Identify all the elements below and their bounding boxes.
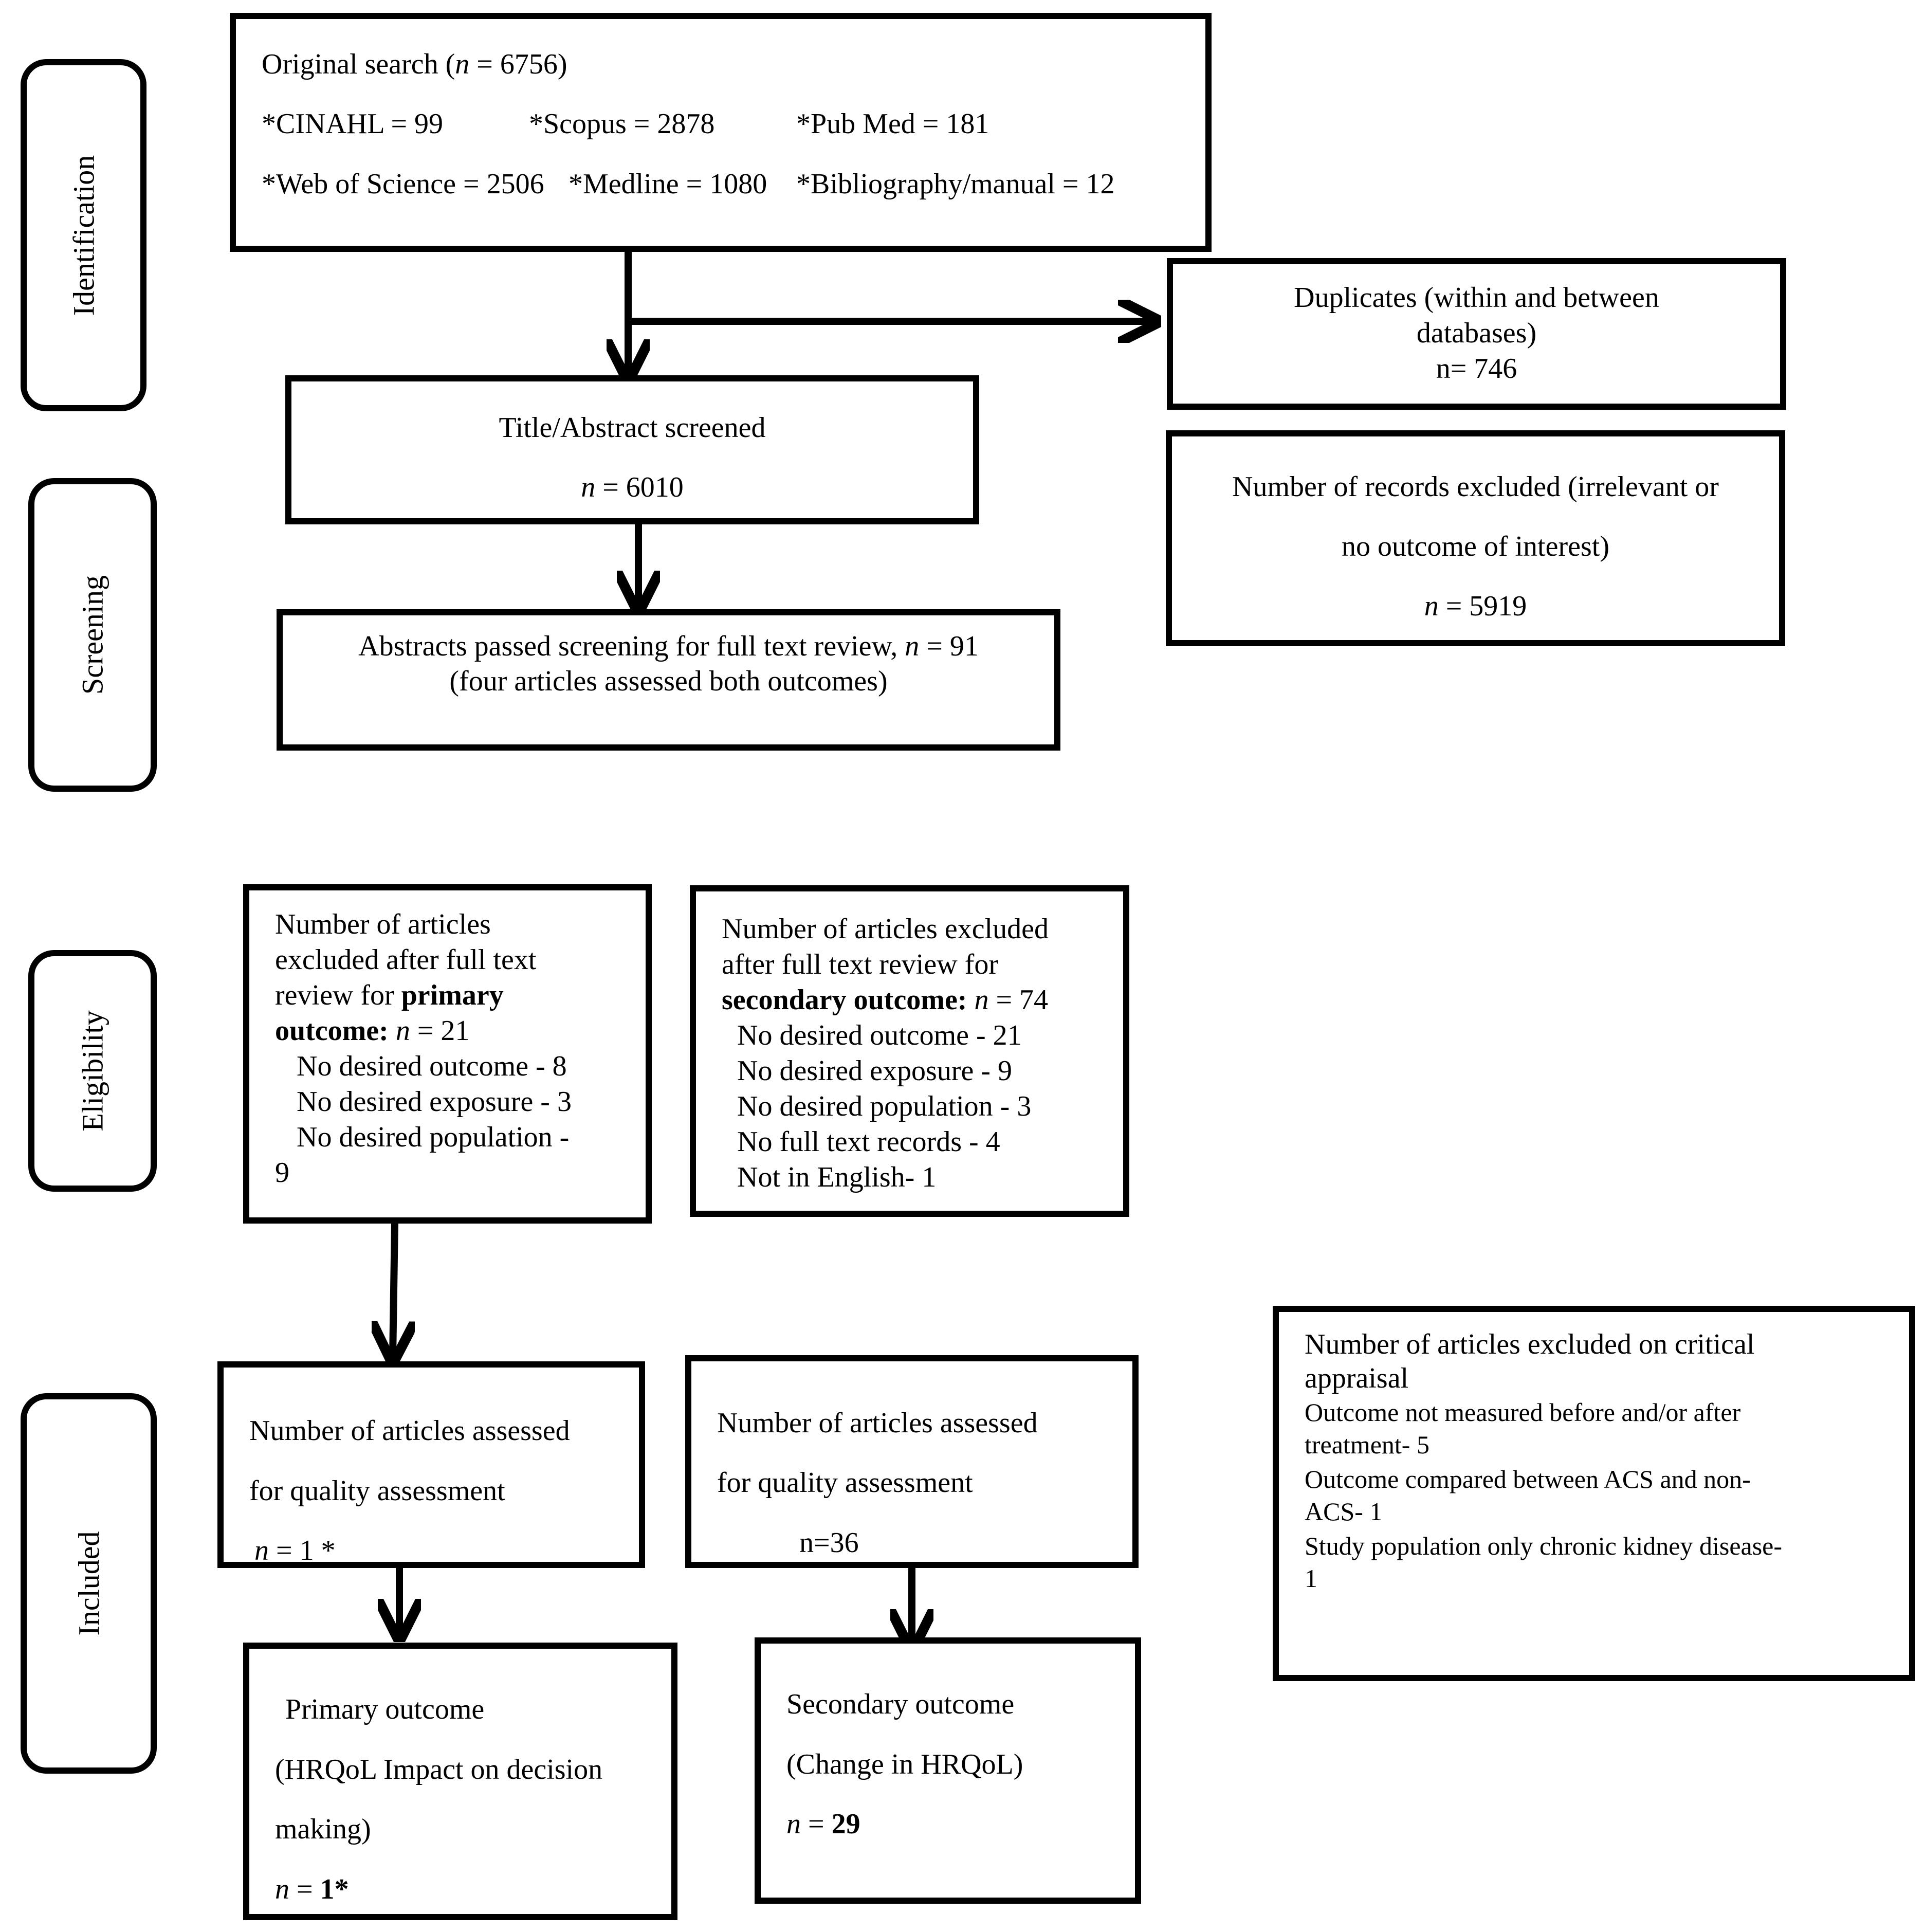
excluded-primary-line2: excluded after full text [275,944,537,976]
wos-count: *Web of Science = 2506 [262,168,544,200]
appraisal-line: Number of articles excluded on critical [1305,1328,1755,1360]
records-excluded-line1: Number of records excluded (irrelevant o… [1232,471,1719,503]
records-excluded-box: Number of records excluded (irrelevant o… [1166,430,1785,646]
excluded-secondary-item: No full text records - 4 [737,1126,1000,1158]
excluded-secondary-item: No desired exposure - 9 [737,1055,1012,1087]
title-abstract-count: n = 6010 [581,471,684,503]
excluded-primary-count: outcome: n = 21 [275,1015,470,1047]
primary-outcome-title: Primary outcome [285,1693,485,1725]
appraisal-line: ACS- 1 [1305,1497,1383,1526]
quality-secondary-count: n=36 [799,1527,859,1559]
scopus-count: *Scopus = 2878 [529,108,715,140]
critical-appraisal-box: Number of articles excluded on critical … [1273,1306,1915,1681]
appraisal-line: 1 [1305,1564,1317,1593]
excluded-secondary-item: Not in English- 1 [737,1161,937,1193]
pubmed-count: *Pub Med = 181 [796,108,989,140]
excluded-secondary-line1: Number of articles excluded [722,913,1049,945]
quality-secondary-line1: Number of articles assessed [717,1407,1038,1439]
original-search-box: Original search (n = 6756) *CINAHL = 99 … [230,13,1212,252]
appraisal-line: treatment- 5 [1305,1430,1429,1459]
appraisal-line: Outcome not measured before and/or after [1305,1398,1741,1427]
appraisal-line: Study population only chronic kidney dis… [1305,1532,1783,1560]
excluded-primary-line3: review for primary [275,979,504,1011]
bibliography-count: *Bibliography/manual = 12 [796,168,1115,200]
duplicates-line1: Duplicates (within and between [1294,282,1659,314]
cinahl-count: *CINAHL = 99 [262,108,444,140]
quality-primary-count: n = 1 * [254,1535,336,1566]
stage-screening: Screening [28,478,157,792]
appraisal-line: appraisal [1305,1362,1409,1394]
excluded-primary-item: No desired outcome - 8 [297,1050,567,1082]
excluded-secondary-item: No desired population - 3 [737,1090,1032,1122]
secondary-outcome-count: n = 29 [786,1808,860,1840]
quality-secondary-box: Number of articles assessed for quality … [685,1355,1139,1568]
secondary-outcome-line2: (Change in HRQoL) [786,1748,1023,1780]
excluded-secondary-box: Number of articles excluded after full t… [690,885,1129,1217]
excluded-primary-line1: Number of articles [275,908,491,940]
primary-outcome-box: Primary outcome (HRQoL Impact on decisio… [243,1643,677,1920]
stage-identification: Identification [21,59,146,411]
quality-secondary-line2: for quality assessment [717,1467,973,1499]
stage-eligibility: Eligibility [28,950,157,1192]
duplicates-line2: databases) [1416,317,1537,349]
excluded-primary-item: No desired exposure - 3 [297,1086,572,1118]
title-abstract-box: Title/Abstract screened n = 6010 [285,375,979,524]
appraisal-line: Outcome compared between ACS and non- [1305,1465,1751,1493]
abstracts-passed-box: Abstracts passed screening for full text… [277,609,1060,751]
abstracts-passed-line1: Abstracts passed screening for full text… [358,630,979,662]
primary-outcome-count: n = 1* [275,1873,349,1905]
quality-primary-box: Number of articles assessed for quality … [217,1361,645,1568]
quality-primary-line1: Number of articles assessed [249,1415,570,1447]
quality-primary-line2: for quality assessment [249,1475,505,1507]
original-search-title: Original search (n = 6756) [262,48,567,80]
stage-included: Included [21,1393,157,1774]
records-excluded-count: n = 5919 [1424,590,1527,622]
arrow-primary-excl-to-quality [393,1219,395,1357]
excluded-primary-item-wrap: 9 [275,1157,289,1189]
primary-outcome-line2: (HRQoL Impact on decision [275,1754,603,1785]
primary-outcome-line3: making) [275,1813,371,1845]
excluded-secondary-item: No desired outcome - 21 [737,1019,1022,1051]
abstracts-passed-line2: (four articles assessed both outcomes) [449,665,888,697]
duplicates-box: Duplicates (within and between databases… [1167,258,1786,410]
excluded-secondary-line2: after full text review for [722,949,998,980]
duplicates-count: n= 746 [1436,353,1517,385]
excluded-secondary-count: secondary outcome: n = 74 [722,984,1049,1016]
records-excluded-line2: no outcome of interest) [1342,531,1609,562]
title-abstract-label: Title/Abstract screened [499,412,766,444]
excluded-primary-box: Number of articles excluded after full t… [243,884,652,1224]
secondary-outcome-box: Secondary outcome (Change in HRQoL) n = … [755,1637,1141,1904]
secondary-outcome-title: Secondary outcome [786,1688,1015,1720]
excluded-primary-item: No desired population - [297,1121,570,1153]
medline-count: *Medline = 1080 [569,168,767,200]
